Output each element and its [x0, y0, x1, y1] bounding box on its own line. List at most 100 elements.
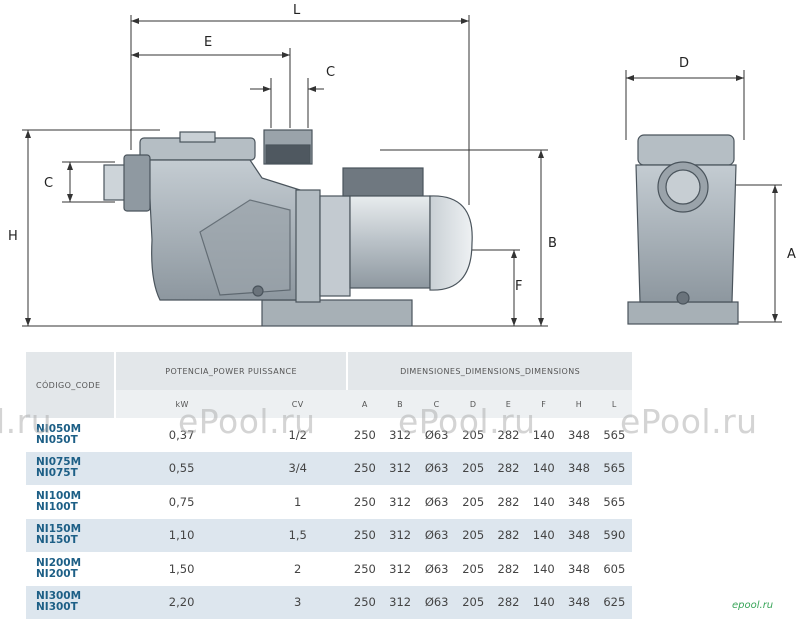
- cell-a: 250: [353, 561, 376, 576]
- dim-label-H: H: [8, 229, 18, 244]
- cell-b: 312: [389, 494, 412, 509]
- subheader: D: [455, 390, 491, 418]
- cell-f: 140: [526, 518, 562, 552]
- cell-f: 140: [532, 561, 555, 576]
- cell-d: 205: [455, 585, 491, 619]
- cell-e: 282: [490, 585, 527, 619]
- header-code: CÓDIGO_CODE: [26, 352, 116, 418]
- model-code: NI050T: [36, 433, 78, 446]
- cell-kw: 0,37: [168, 427, 195, 442]
- cell-f: 140: [526, 585, 562, 619]
- cell-b: 312: [389, 561, 412, 576]
- cell-kw: 2,20: [115, 585, 249, 619]
- cell-a: 250: [347, 518, 383, 552]
- cell-cv: 2: [294, 561, 302, 576]
- dim-label-A: A: [787, 247, 796, 262]
- pump-side-view: [103, 129, 473, 327]
- model-code: NI100T: [36, 500, 78, 513]
- subheader: L: [596, 390, 632, 418]
- dim-label-C-top: C: [326, 65, 335, 80]
- cell-b: 312: [382, 451, 418, 485]
- model-code: NI150T: [36, 534, 78, 547]
- cell-l: 605: [603, 561, 626, 576]
- cell-d: 205: [455, 451, 491, 485]
- cell-a: 250: [353, 427, 376, 442]
- cell-e: 282: [490, 518, 527, 552]
- cell-h: 348: [568, 494, 590, 509]
- cell-c: Ø63: [424, 561, 449, 576]
- cell-d: 205: [462, 494, 485, 509]
- model-code: NI200M: [36, 556, 82, 569]
- cell-a: 250: [353, 494, 376, 509]
- cell-a: 250: [347, 451, 383, 485]
- cell-e: 282: [497, 494, 520, 509]
- model-code: NI300M: [36, 590, 82, 603]
- pump-drawing: L E C C H B F D A: [8, 3, 796, 327]
- subheader: CV: [248, 390, 348, 418]
- dim-label-E: E: [204, 35, 212, 50]
- cell-c: Ø63: [417, 585, 456, 619]
- cell-l: 625: [596, 585, 632, 619]
- model-code: NI050M: [36, 422, 82, 435]
- dim-label-D: D: [679, 56, 689, 71]
- cell-c: Ø63: [424, 427, 449, 442]
- dim-label-B: B: [548, 236, 557, 251]
- cell-l: 565: [603, 494, 626, 509]
- cell-d: 205: [462, 561, 485, 576]
- subheader: kW: [115, 390, 249, 418]
- cell-d: 205: [455, 518, 491, 552]
- cell-b: 312: [382, 585, 418, 619]
- cell-c: Ø63: [424, 494, 449, 509]
- dim-label-L: L: [293, 3, 301, 18]
- cell-cv: 1/2: [288, 427, 307, 442]
- cell-f: 140: [532, 494, 555, 509]
- cell-e: 282: [497, 561, 520, 576]
- model-code: NI200T: [36, 567, 78, 580]
- subheader: C: [417, 390, 456, 418]
- cell-cv: 1,5: [248, 518, 348, 552]
- model-code: NI100M: [36, 489, 82, 502]
- subheader: B: [382, 390, 418, 418]
- cell-d: 205: [462, 427, 485, 442]
- dim-label-F: F: [515, 279, 522, 294]
- cell-kw: 0,55: [115, 451, 249, 485]
- cell-e: 282: [497, 427, 520, 442]
- cell-h: 348: [568, 427, 590, 442]
- cell-c: Ø63: [417, 518, 456, 552]
- cell-l: 565: [596, 451, 632, 485]
- cell-cv: 3/4: [248, 451, 348, 485]
- model-code: NI150M: [36, 523, 82, 536]
- cell-b: 312: [382, 518, 418, 552]
- model-code: NI300T: [36, 601, 78, 614]
- cell-kw: 0,75: [168, 494, 195, 509]
- cell-c: Ø63: [417, 451, 456, 485]
- cell-f: 140: [532, 427, 555, 442]
- cell-cv: 3: [248, 585, 348, 619]
- cell-l: 590: [596, 518, 632, 552]
- cell-e: 282: [490, 451, 527, 485]
- brand-logo: epool.ru: [732, 600, 774, 611]
- cell-h: 348: [568, 561, 590, 576]
- subheader: E: [490, 390, 527, 418]
- subheader: A: [347, 390, 383, 418]
- table-header-row: CÓDIGO_CODE POTENCIA_POWER PUISSANCE DIM…: [26, 352, 632, 418]
- cell-l: 565: [603, 427, 626, 442]
- cell-kw: 1,50: [168, 561, 195, 576]
- cell-h: 348: [561, 585, 597, 619]
- model-code: NI075M: [36, 456, 82, 469]
- cell-kw: 1,10: [115, 518, 249, 552]
- cell-f: 140: [526, 451, 562, 485]
- cell-a: 250: [347, 585, 383, 619]
- cell-cv: 1: [294, 494, 302, 509]
- dim-label-C-left: C: [44, 176, 53, 191]
